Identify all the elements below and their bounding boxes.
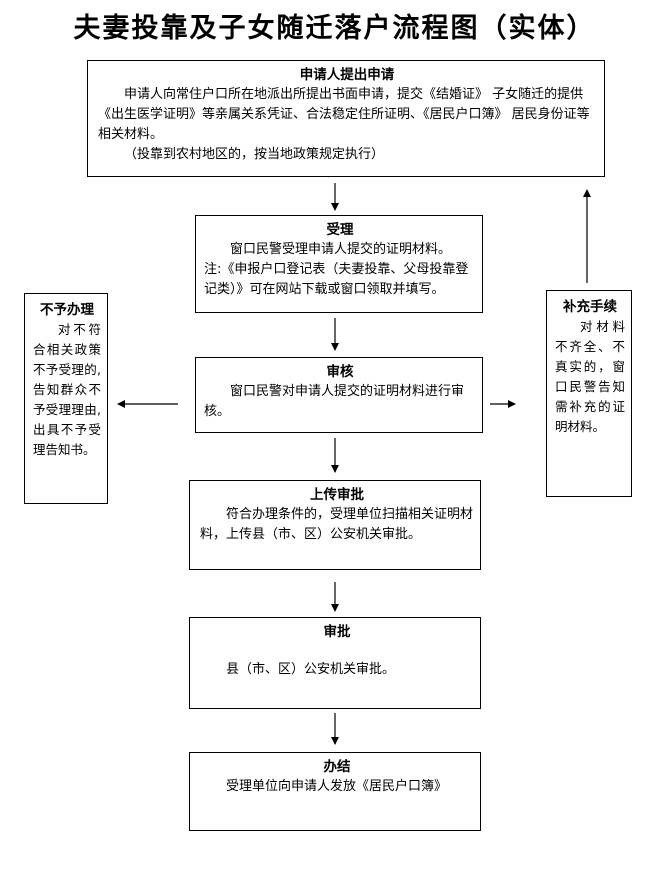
step-complete-heading: 办结 [323, 759, 351, 775]
step-review-text: 窗口民警对申请人提交的证明材料进行审核。 [204, 384, 465, 419]
step-approve-text: 县（市、区）公安机关审批。 [226, 662, 396, 677]
side-reject-heading: 不予办理 [40, 302, 94, 318]
step-apply-note: （投靠到农村地区的，按当地政策规定执行） [124, 147, 385, 162]
side-supplement-box: 补充手续 对材料不齐全、不真实的，窗口民警告知需补充的证明材料。 [546, 290, 632, 497]
step-apply-text: 申请人向常住户口所在地派出所提出书面申请，提交《结婚证》 子女随迁的提供《出生医… [98, 87, 590, 142]
step-accept-text: 窗口民警受理申请人提交的证明材料。 [230, 242, 452, 257]
step-complete-box: 办结 受理单位向申请人发放《居民户口簿》 [189, 752, 481, 831]
step-upload-heading: 上传审批 [310, 487, 364, 503]
step-review-box: 审核 窗口民警对申请人提交的证明材料进行审核。 [195, 357, 483, 433]
side-supplement-heading: 补充手续 [563, 299, 617, 315]
step-complete-text: 受理单位向申请人发放《居民户口簿》 [226, 779, 448, 794]
step-apply-heading: 申请人提出申请 [299, 67, 395, 83]
step-upload-text: 符合办理条件的，受理单位扫描相关证明材料，上传县（市、区）公安机关审批。 [200, 507, 474, 542]
step-approve-heading: 审批 [323, 624, 351, 640]
side-reject-box: 不予办理 对不符合相关政策不予受理的,告知群众不予受理理由,出具不予受理告知书。 [24, 293, 108, 504]
step-accept-note: 注:《申报户口登记表（夫妻投靠、父母投靠登记类）》可在网站下载或窗口领取并填写。 [204, 262, 469, 297]
side-reject-text: 对不符合相关政策不予受理的,告知群众不予受理理由,出具不予受理告知书。 [33, 322, 101, 457]
step-accept-heading: 受理 [326, 222, 354, 238]
step-apply-box: 申请人提出申请 申请人向常住户口所在地派出所提出书面申请，提交《结婚证》 子女随… [87, 60, 605, 177]
diagram-title: 夫妻投靠及子女随迁落户流程图（实体） [73, 13, 596, 44]
side-supplement-text: 对材料不齐全、不真实的，窗口民警告知需补充的证明材料。 [555, 319, 625, 434]
step-approve-box: 审批 县（市、区）公安机关审批。 [189, 617, 481, 709]
step-upload-box: 上传审批 符合办理条件的，受理单位扫描相关证明材料，上传县（市、区）公安机关审批… [189, 480, 481, 570]
step-accept-box: 受理 窗口民警受理申请人提交的证明材料。 注:《申报户口登记表（夫妻投靠、父母投… [195, 215, 483, 313]
step-review-heading: 审核 [326, 364, 354, 380]
